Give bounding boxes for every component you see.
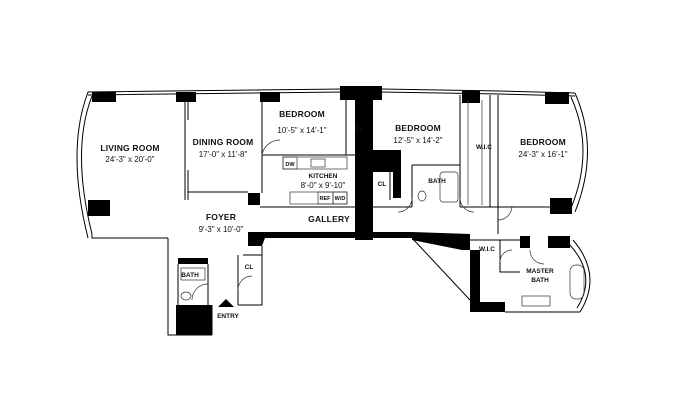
living-room-dims: 24'-3" x 20'-0" bbox=[105, 155, 154, 164]
column bbox=[550, 198, 572, 214]
bedroom-3-dims: 24'-3" x 16'-1" bbox=[518, 150, 567, 159]
wic-2-label: W.I.C bbox=[479, 246, 495, 253]
door-swing bbox=[499, 249, 513, 263]
living-bottom-wall bbox=[91, 234, 168, 239]
spine-wall bbox=[355, 100, 373, 240]
exterior-walls bbox=[76, 88, 591, 336]
door-swing bbox=[497, 205, 513, 221]
washer-dryer-icon bbox=[332, 191, 348, 205]
dishwasher-icon bbox=[282, 156, 298, 170]
master-bay-inner bbox=[568, 243, 587, 309]
columns bbox=[88, 86, 572, 335]
entry-label: ENTRY bbox=[217, 313, 239, 320]
master-bath-label-2: BATH bbox=[531, 277, 549, 284]
foyer-label: FOYER bbox=[206, 212, 236, 222]
closet-1-label: CL bbox=[355, 126, 364, 133]
left-bay-outer bbox=[76, 91, 89, 239]
column bbox=[176, 92, 196, 102]
wic2-east-wall bbox=[499, 240, 520, 273]
column bbox=[340, 86, 382, 100]
living-room-label: LIVING ROOM bbox=[100, 143, 159, 153]
right-bay-inner bbox=[570, 96, 584, 209]
wall-block bbox=[393, 150, 401, 198]
door-swing bbox=[459, 197, 475, 213]
door-swing bbox=[261, 139, 281, 156]
kitchen-dims: 8'-0" x 9'-10" bbox=[301, 181, 346, 190]
column bbox=[248, 193, 260, 205]
toilet-icon bbox=[180, 291, 192, 301]
door-swing bbox=[237, 275, 253, 291]
wall-block bbox=[520, 236, 530, 248]
master-tub-icon bbox=[569, 264, 585, 300]
bedroom-1-dims: 10'-5" x 14'-1" bbox=[277, 126, 326, 135]
wic-1-label: W.I.C bbox=[476, 144, 492, 151]
dishwasher-label: DW bbox=[285, 162, 295, 168]
foyer-dims: 9'-3" x 10'-0" bbox=[199, 225, 244, 234]
washer-dryer-label: W/D bbox=[335, 196, 346, 202]
entry-arrow-icon bbox=[218, 299, 234, 307]
column bbox=[260, 92, 280, 102]
left-bay-inner bbox=[81, 95, 93, 235]
closet2-wall bbox=[374, 169, 391, 200]
door-swing bbox=[191, 283, 209, 301]
top-wall-inner bbox=[87, 91, 576, 97]
door-swing bbox=[397, 197, 413, 213]
gallery-east-wall bbox=[412, 234, 505, 312]
door-swing bbox=[529, 249, 545, 265]
vanity-icon bbox=[180, 267, 206, 281]
toilet-icon bbox=[417, 190, 427, 202]
dining-room-dims: 17'-0" x 11'-8" bbox=[199, 150, 248, 159]
room-labels: LIVING ROOM 24'-3" x 20'-0" DINING ROOM … bbox=[100, 109, 567, 320]
bath-1-label: BATH bbox=[428, 178, 446, 185]
column bbox=[548, 236, 570, 248]
master-bay-outer bbox=[572, 239, 591, 313]
foyer-closet-wall bbox=[238, 246, 263, 306]
refrigerator-label: REF bbox=[320, 196, 332, 202]
bedroom-2-label: BEDROOM bbox=[395, 123, 441, 133]
bedroom-2-dims: 12'-5" x 14'-2" bbox=[393, 136, 442, 145]
gallery-walls bbox=[238, 206, 505, 312]
column bbox=[545, 92, 569, 104]
bath-2-label: BATH bbox=[181, 272, 199, 279]
master-vanity-icon bbox=[521, 295, 551, 307]
dining-room-label: DINING ROOM bbox=[193, 137, 254, 147]
wall-block bbox=[365, 150, 395, 172]
master-bath-label-1: MASTER bbox=[526, 268, 554, 275]
column bbox=[88, 200, 110, 216]
bedroom-1-label: BEDROOM bbox=[279, 109, 325, 119]
fixtures bbox=[180, 100, 585, 307]
gallery-label: GALLERY bbox=[308, 214, 350, 224]
column bbox=[462, 91, 480, 103]
kitchen-label: KITCHEN bbox=[309, 173, 338, 180]
bedroom-3-label: BEDROOM bbox=[520, 137, 566, 147]
gallery-diagonal bbox=[411, 237, 471, 301]
kitchen-sink-icon bbox=[310, 158, 326, 168]
closet-2-label: CL bbox=[378, 181, 387, 188]
bath-wall bbox=[178, 258, 208, 264]
right-bay-outer bbox=[574, 92, 588, 213]
bath-column bbox=[176, 305, 212, 335]
bathtub-icon bbox=[439, 171, 459, 203]
closet-3-label: CL bbox=[245, 264, 254, 271]
door-swings bbox=[191, 139, 545, 301]
column bbox=[92, 92, 116, 102]
